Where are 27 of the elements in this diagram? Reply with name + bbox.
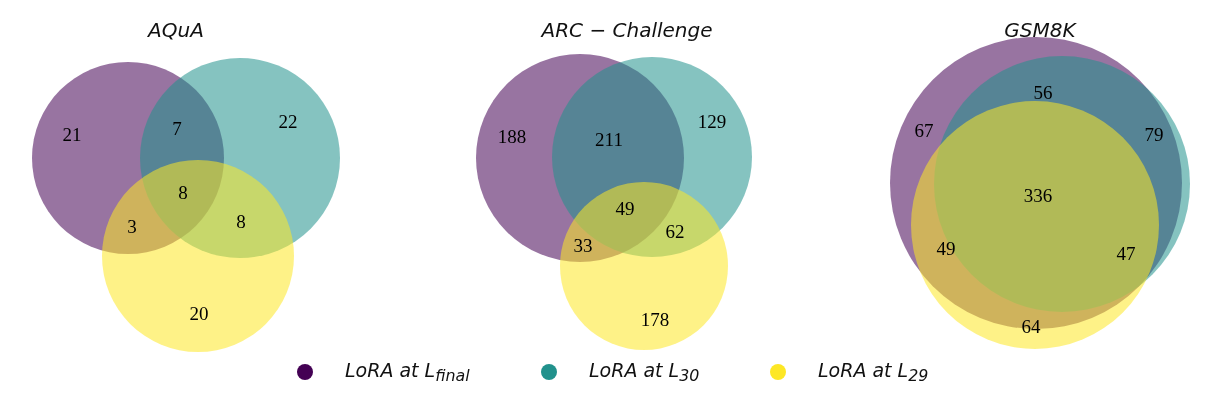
region-count: 62 [665,221,685,243]
panel-title: ARC − Challenge [541,18,713,42]
region-count: 64 [1021,316,1041,338]
region-count: 56 [1033,82,1053,104]
region-count: 8 [236,211,246,233]
region-count: 336 [1023,185,1053,207]
region-count: 178 [640,309,670,331]
legend-label: LoRA at L$_{final}$ [345,358,470,386]
region-count: 188 [497,126,527,148]
region-count: 33 [573,235,593,257]
region-count: 20 [189,303,209,325]
region-count: 21 [62,124,82,146]
legend-label: LoRA at L$_{30}$ [589,358,700,386]
region-count: 22 [278,111,298,133]
region-count: 49 [936,238,956,260]
region-count: 49 [615,198,635,220]
region-count: 79 [1144,124,1164,146]
region-count: 47 [1116,243,1136,265]
panel-title: AQuA [148,18,204,42]
panel-title: GSM8K [1004,18,1076,42]
region-count: 8 [178,182,188,204]
region-count: 67 [914,120,934,142]
region-count: 7 [172,118,182,140]
legend-label: LoRA at L$_{29}$ [818,358,929,386]
region-count: 211 [595,129,623,151]
region-count: 129 [697,111,727,133]
region-count: 3 [127,216,137,238]
